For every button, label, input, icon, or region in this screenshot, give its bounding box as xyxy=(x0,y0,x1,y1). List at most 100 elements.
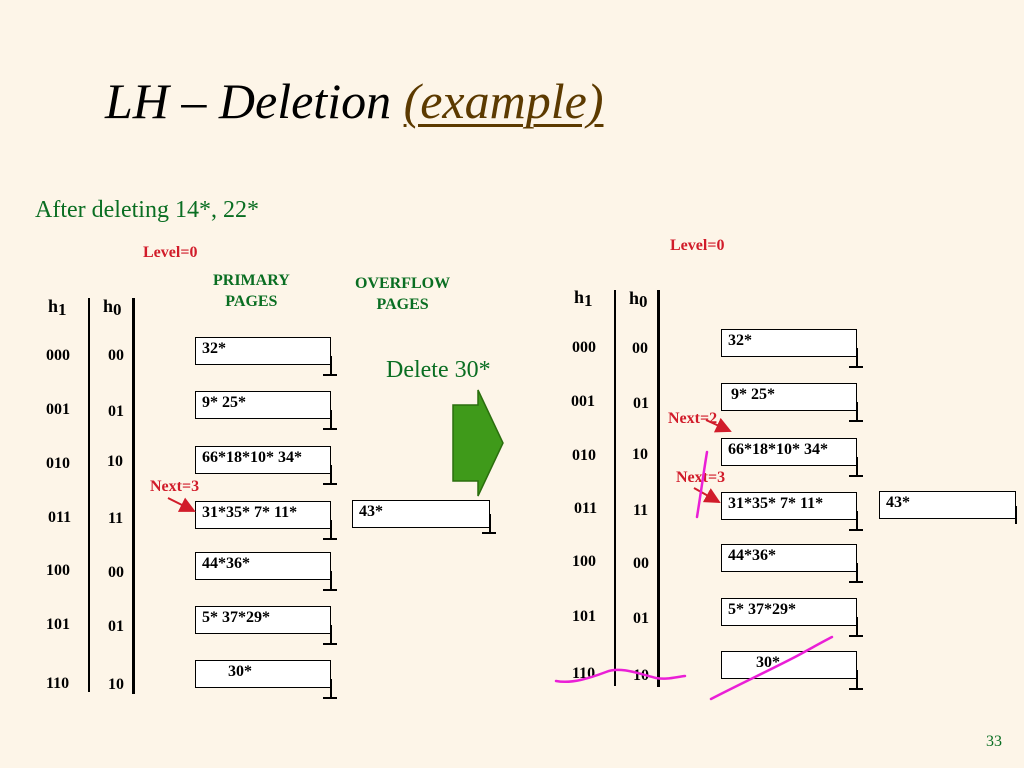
page-anchor xyxy=(482,532,496,534)
bucket-page: 9* 25* xyxy=(195,391,331,419)
transition-arrow-icon xyxy=(452,389,504,497)
strike-next-annotation-icon xyxy=(695,450,709,519)
right-h1-value: 101 xyxy=(572,608,596,625)
action-label: Delete 30* xyxy=(386,357,491,383)
right-divider-thick xyxy=(657,290,660,687)
page-anchor xyxy=(330,356,332,374)
right-h0-value: 00 xyxy=(632,340,648,357)
left-h1-value: 001 xyxy=(46,401,70,418)
page-anchor xyxy=(323,428,337,430)
bucket-page: 5* 37*29* xyxy=(721,598,857,626)
page-anchor xyxy=(856,670,858,688)
page-anchor xyxy=(330,679,332,697)
bucket-page: 31*35* 7* 11* xyxy=(721,492,857,520)
bucket-page: 30* xyxy=(195,660,331,688)
right-h0-value: 10 xyxy=(632,446,648,463)
page-anchor xyxy=(849,581,863,583)
right-level-label: Level=0 xyxy=(670,237,725,254)
page-anchor xyxy=(330,571,332,589)
overflow-page: 43* xyxy=(879,491,1016,519)
subtitle: After deleting 14*, 22* xyxy=(35,197,259,223)
page-number: 33 xyxy=(986,733,1002,750)
left-h1-label: h1 xyxy=(48,296,67,319)
bucket-page: 32* xyxy=(195,337,331,365)
page-anchor xyxy=(323,589,337,591)
strike-page-30-annotation-icon xyxy=(709,635,834,701)
page-anchor xyxy=(489,514,491,532)
left-divider-thick xyxy=(132,298,135,694)
right-h0-value: 10 xyxy=(633,667,649,684)
page-anchor xyxy=(330,520,332,538)
left-h0-value: 01 xyxy=(108,618,124,635)
left-h1-value: 101 xyxy=(46,616,70,633)
next-pointer-new-label: Next=3 xyxy=(676,469,726,486)
right-h0-value: 01 xyxy=(633,395,649,412)
strike-row-110-annotation-icon xyxy=(554,668,687,683)
left-h1-value: 000 xyxy=(46,347,70,364)
right-h1-value: 010 xyxy=(572,447,596,464)
page-anchor xyxy=(856,348,858,366)
left-h1-value: 100 xyxy=(46,562,70,579)
left-h1-value: 010 xyxy=(46,455,70,472)
page-anchor xyxy=(323,374,337,376)
bucket-page: 66*18*10* 34* xyxy=(195,446,331,474)
right-h1-value: 100 xyxy=(572,553,596,570)
title-example-link[interactable]: (example) xyxy=(403,73,604,129)
left-h0-value: 11 xyxy=(108,510,124,527)
title-main: LH – Deletion xyxy=(105,73,404,129)
left-h0-label: h0 xyxy=(103,296,122,319)
right-h1-label: h1 xyxy=(574,287,593,310)
left-divider-thin xyxy=(88,298,90,692)
page-anchor xyxy=(849,688,863,690)
page-anchor xyxy=(856,402,858,420)
page-anchor xyxy=(1015,506,1017,524)
next-pointer-old-label: Next=2 xyxy=(668,410,718,427)
overflow-pages-header: OVERFLOW PAGES xyxy=(355,275,451,313)
overflow-page: 43* xyxy=(352,500,490,528)
page-anchor xyxy=(330,465,332,483)
page-anchor xyxy=(330,410,332,428)
page-anchor xyxy=(856,617,858,635)
left-next-arrow-icon xyxy=(167,497,196,512)
bucket-page: 30* xyxy=(721,651,857,679)
bucket-page: 5* 37*29* xyxy=(195,606,331,634)
right-h0-value: 00 xyxy=(633,555,649,572)
page-anchor xyxy=(856,563,858,581)
page-anchor xyxy=(849,475,863,477)
page-anchor xyxy=(323,483,337,485)
left-level-label: Level=0 xyxy=(143,244,198,261)
left-h0-value: 10 xyxy=(107,453,123,470)
page-anchor xyxy=(849,635,863,637)
page-anchor xyxy=(330,625,332,643)
right-h0-value: 01 xyxy=(633,610,649,627)
page-anchor xyxy=(323,643,337,645)
bucket-page: 66*18*10* 34* xyxy=(721,438,857,466)
right-next-new-arrow-icon xyxy=(693,487,721,503)
bucket-page: 44*36* xyxy=(195,552,331,580)
page-anchor xyxy=(323,697,337,699)
right-divider-thin xyxy=(614,290,616,686)
page-anchor xyxy=(856,457,858,475)
right-h0-label: h0 xyxy=(629,288,648,311)
page-anchor xyxy=(849,529,863,531)
left-h0-value: 00 xyxy=(108,564,124,581)
page-anchor xyxy=(849,366,863,368)
left-h0-value: 00 xyxy=(108,347,124,364)
primary-pages-header: PRIMARY PAGES xyxy=(213,272,290,310)
bucket-page: 9* 25* xyxy=(721,383,857,411)
right-h1-value: 001 xyxy=(571,393,595,410)
right-next-old-arrow-icon xyxy=(705,417,732,433)
right-h1-value: 011 xyxy=(574,500,598,517)
left-h0-value: 10 xyxy=(108,676,124,693)
right-h1-value: 000 xyxy=(572,339,596,356)
page-anchor xyxy=(323,538,337,540)
left-h1-value: 011 xyxy=(48,509,72,526)
bucket-page: 32* xyxy=(721,329,857,357)
left-h1-value: 110 xyxy=(46,675,70,692)
left-h0-value: 01 xyxy=(108,403,124,420)
page-anchor xyxy=(849,420,863,422)
bucket-page: 44*36* xyxy=(721,544,857,572)
slide-title: LH – Deletion (example) xyxy=(105,72,603,130)
right-h0-value: 11 xyxy=(633,502,649,519)
